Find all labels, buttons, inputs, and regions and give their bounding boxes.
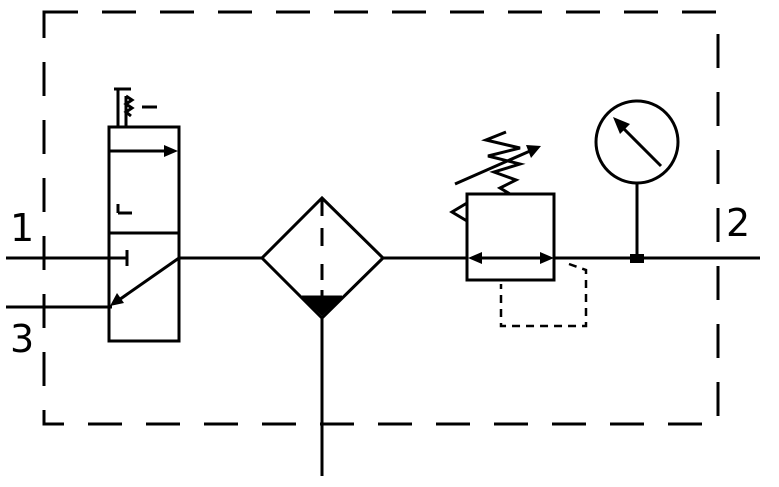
port-label-2: 2 (726, 201, 750, 245)
valve-actuator (114, 87, 157, 127)
pressure-regulator (449, 130, 588, 328)
unit-boundary (42, 10, 720, 426)
shutoff-valve (107, 125, 181, 343)
pressure-gauge (594, 99, 680, 263)
port-label-3: 3 (10, 317, 34, 361)
port-label-1: 1 (10, 206, 34, 250)
filter-water-separator (259, 195, 386, 476)
